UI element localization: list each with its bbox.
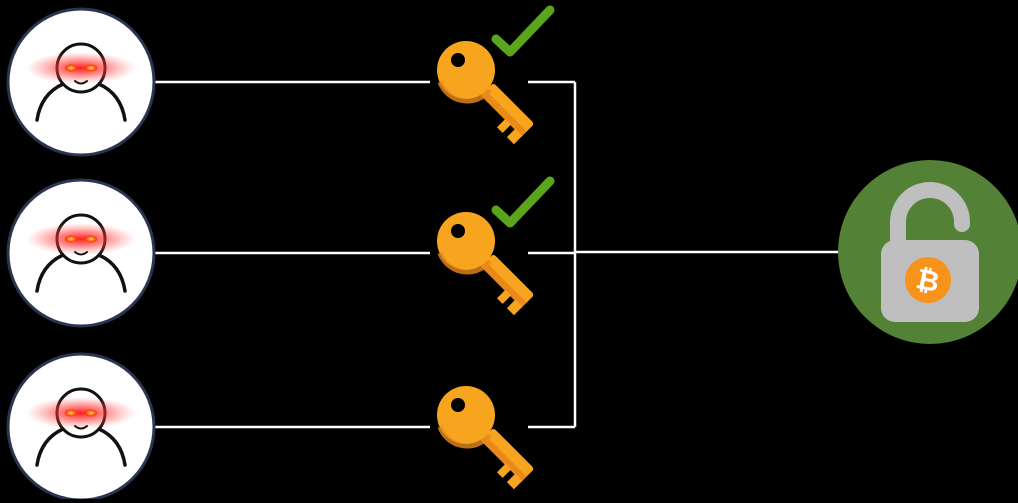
avatar-shoulders	[35, 427, 127, 467]
avatar-shoulders	[35, 253, 127, 293]
avatar-smile	[74, 425, 88, 430]
lock-shackle	[890, 182, 970, 254]
avatar-shoulders	[35, 82, 127, 122]
key-shaft	[480, 83, 534, 145]
signer-avatar-icon	[6, 178, 156, 328]
connector-lines	[155, 80, 838, 429]
key-bow	[437, 41, 495, 99]
key-icon	[437, 5, 555, 145]
open-padlock: ₿	[838, 160, 1018, 344]
signer-avatar-icon	[6, 7, 156, 157]
key-hole	[451, 224, 465, 238]
key-bow-shade	[437, 426, 492, 449]
key-shaft	[480, 254, 534, 316]
key-tooth	[496, 289, 512, 304]
key-bow-shade	[437, 252, 492, 275]
key-tooth	[496, 463, 512, 478]
right-eye	[85, 64, 97, 72]
key-tooth	[506, 128, 523, 145]
left-eye	[65, 409, 77, 417]
keys-group	[437, 5, 555, 490]
avatar-smile	[74, 80, 88, 85]
key-bow	[437, 212, 495, 270]
right-eye	[85, 235, 97, 243]
eye-glow	[26, 397, 136, 429]
key-icon	[437, 386, 534, 490]
key-tooth	[506, 299, 523, 316]
signer-avatar-icon	[6, 352, 156, 502]
left-eye	[65, 64, 77, 72]
key-hole	[451, 53, 465, 67]
key-tooth	[506, 473, 523, 490]
signers-group	[6, 7, 156, 502]
avatar-smile	[74, 251, 88, 256]
key-bow-shade	[437, 81, 492, 104]
key-bow	[437, 386, 495, 444]
left-eye	[65, 235, 77, 243]
checkmark-icon	[491, 176, 555, 228]
key-hole	[451, 398, 465, 412]
key-tooth	[496, 118, 512, 133]
checkmark-icon	[491, 5, 555, 57]
bitcoin-icon	[905, 257, 951, 303]
key-shaft	[480, 428, 534, 490]
eye-glow	[26, 223, 136, 255]
right-eye	[85, 409, 97, 417]
key-icon	[437, 176, 555, 316]
eye-glow	[26, 52, 136, 84]
